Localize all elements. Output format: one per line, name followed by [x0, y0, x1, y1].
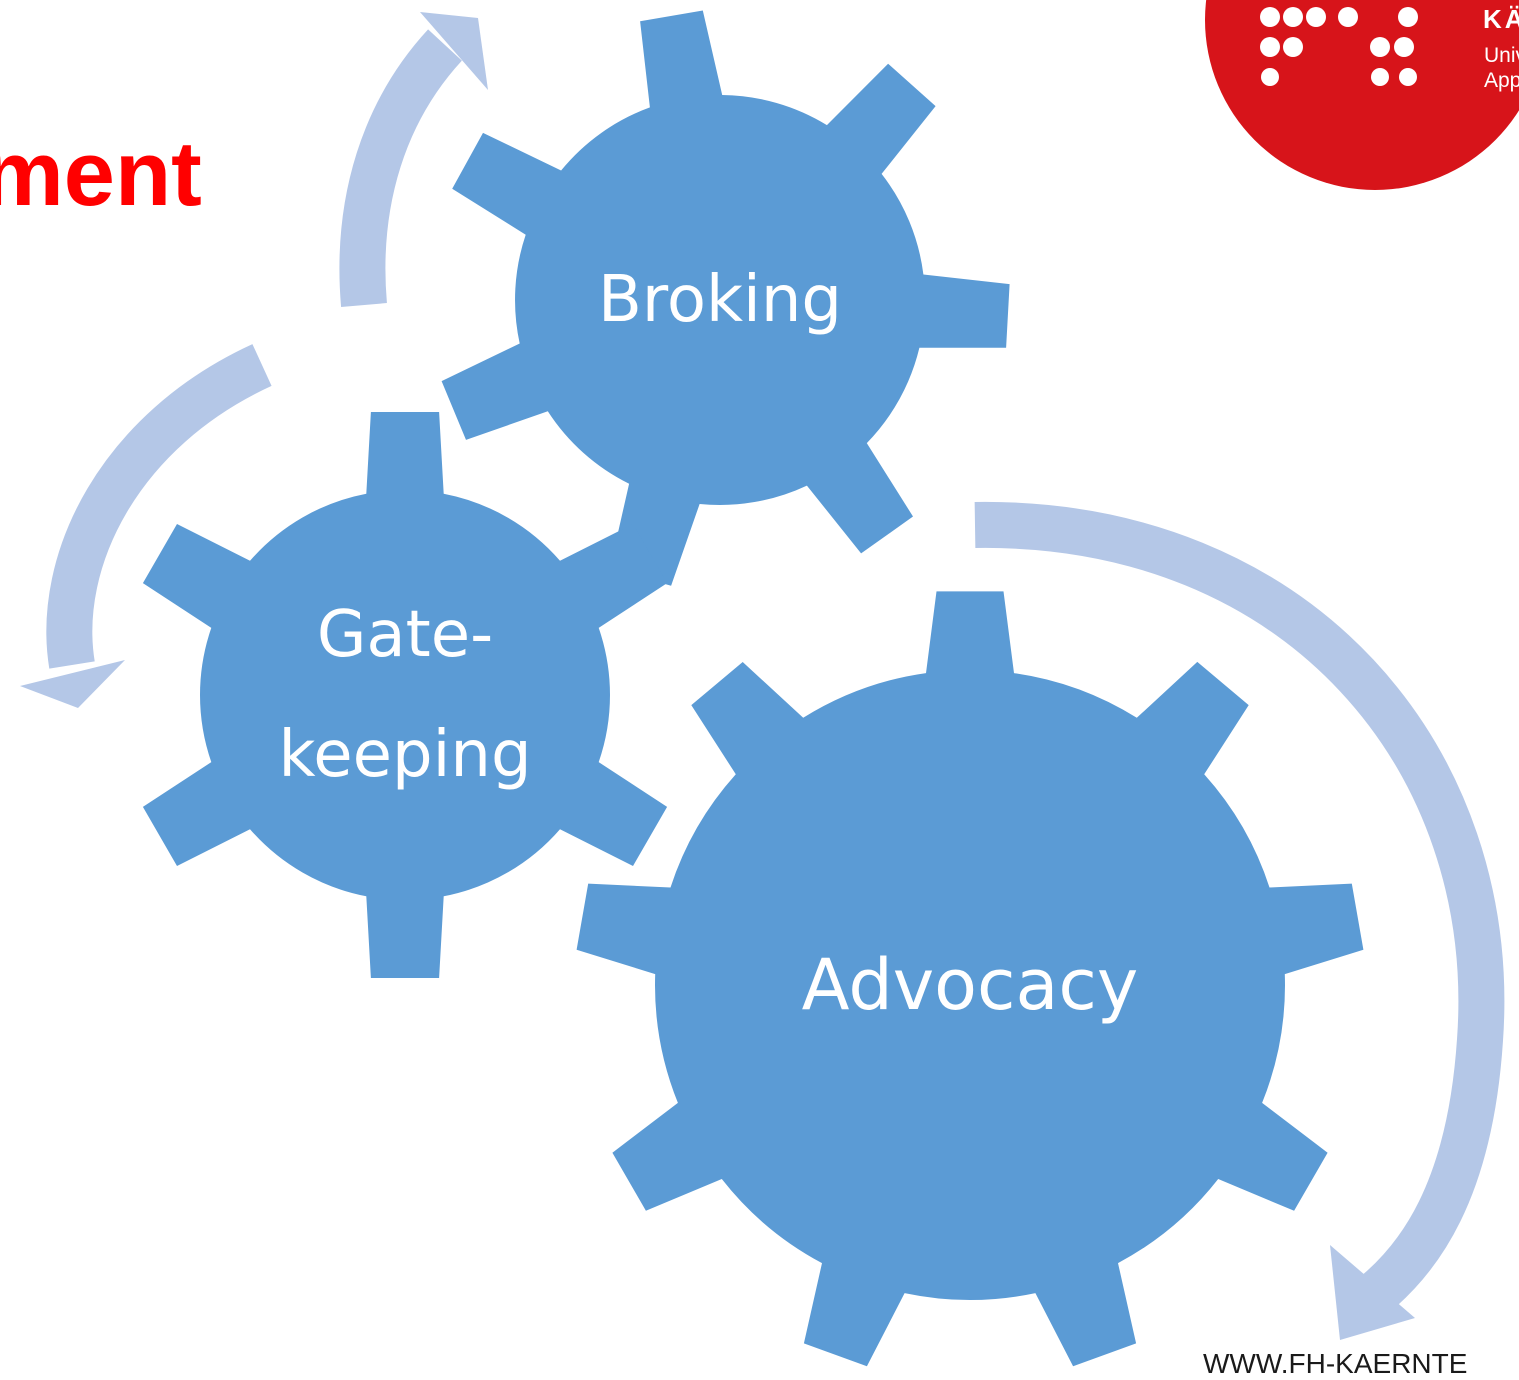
gear-label-gatekeeping-0: Gate-: [317, 598, 493, 672]
gear-advocacy: [576, 591, 1364, 1367]
gear-label-advocacy-0: Advocacy: [802, 944, 1139, 1026]
logo-dots-icon: [1260, 7, 1418, 86]
logo-subtitle-1: Univer: [1484, 44, 1519, 67]
arrow-head-icon: [20, 660, 125, 708]
logo-title: KÄR: [1483, 4, 1519, 34]
gear-label-broking-0: Broking: [598, 263, 842, 337]
slide-title: ment: [0, 123, 202, 225]
curved-arrow-icon: [339, 29, 463, 307]
gears-group: [142, 10, 1364, 1367]
gear-gatekeeping: [142, 412, 668, 978]
logo-background: [1205, 0, 1519, 190]
arrow-head-icon: [420, 12, 488, 90]
logo-subtitle-2: Applie: [1484, 69, 1519, 92]
gear-label-gatekeeping-1: keeping: [278, 718, 531, 792]
curved-arrow-icon: [46, 344, 272, 669]
curved-arrow-icon: [974, 501, 1505, 1319]
arrows-group: [20, 12, 1505, 1340]
arrow-head-icon: [1330, 1245, 1415, 1340]
footer-url: WWW.FH-KAERNTE: [1203, 1348, 1468, 1379]
gear-broking: [441, 10, 1010, 586]
